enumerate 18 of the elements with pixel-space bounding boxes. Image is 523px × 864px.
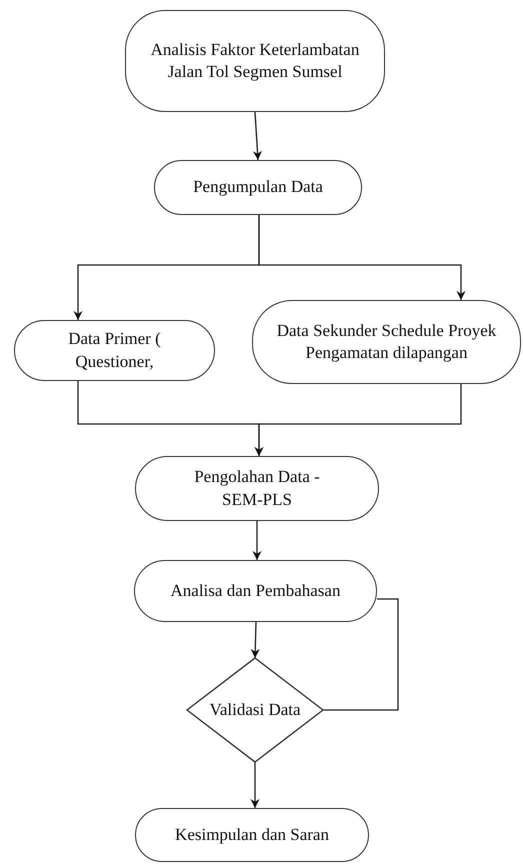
node-text: Kesimpulan dan Saran <box>175 824 329 846</box>
node-text: Data Sekunder Schedule Proyek Pengamatan dilapangan <box>276 320 498 364</box>
node-text: Pengumpulan Data <box>193 176 323 198</box>
arrow <box>250 762 260 808</box>
arrow <box>252 112 262 160</box>
connector-line <box>323 598 399 711</box>
node-text: Pengolahan Data - SEM-PLS <box>193 466 321 510</box>
arrow <box>258 215 466 300</box>
node-text: Analisis Faktor Keterlambatan Jalan Tol Segmen Sumsel <box>150 38 360 83</box>
arrow <box>250 622 260 658</box>
node-text: Data Primer ( Questioner, <box>67 328 162 372</box>
decision-diamond <box>187 658 323 762</box>
node-text: Validasi Data <box>209 698 301 721</box>
arrow <box>254 384 462 456</box>
terminal-shape <box>125 10 385 112</box>
arrow <box>252 521 262 560</box>
terminal-shape <box>135 808 369 862</box>
node-text: Analisa dan Pembahasan <box>170 580 340 602</box>
